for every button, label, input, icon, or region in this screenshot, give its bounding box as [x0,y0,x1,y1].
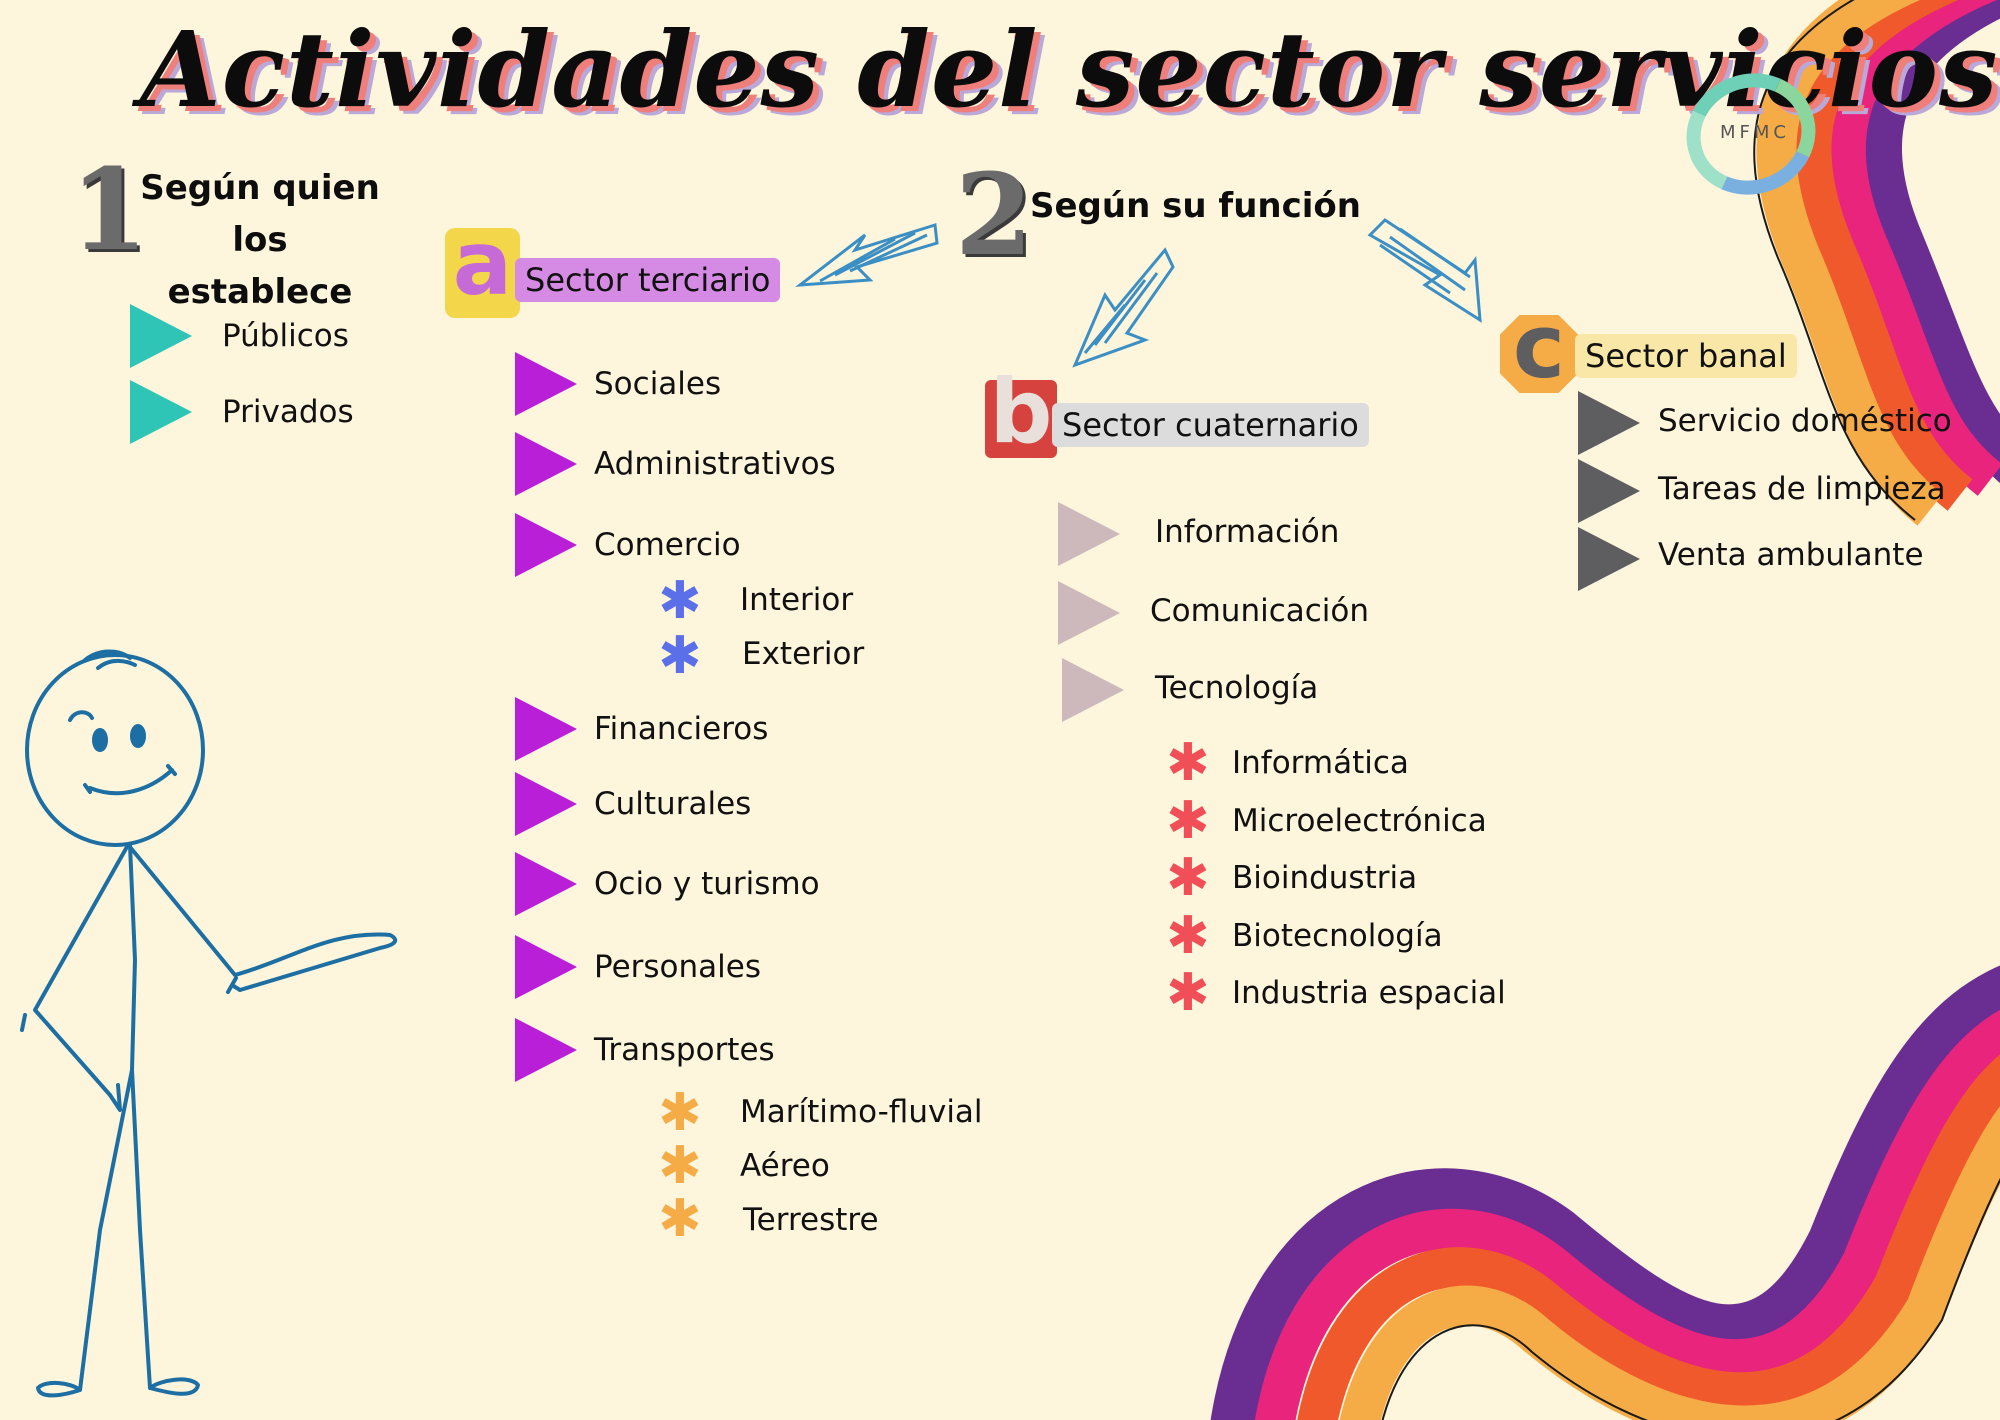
sub-item-bioindustria: Bioindustria [1232,860,1418,896]
triangle-bullet-icon [130,304,192,368]
sub-item-maritimo: Marítimo-fluvial [740,1094,983,1130]
sub-item-biotecnologia: Biotecnología [1232,918,1443,954]
sub-item-industria-espacial: Industria espacial [1232,975,1506,1011]
section-2-heading: Según su función [1030,186,1361,226]
triangle-bullet-icon [515,513,577,577]
section-1-heading-line2: los establece [167,220,353,312]
sector-c-letter: c [1512,295,1566,398]
triangle-bullet-icon [1578,459,1640,523]
triangle-bullet-icon [1062,658,1124,722]
triangle-bullet-icon [515,852,577,916]
arrow-icon [1072,247,1175,368]
sector-a-letter: a [452,212,513,315]
logo-text: MFMC [1720,122,1790,143]
sector-a-badge: a [445,220,520,318]
triangle-bullet-icon [515,935,577,999]
section-1-number: 1 [70,145,148,276]
asterisk-icon: ✱ [658,1189,702,1249]
page-title: Actividades del sector servicios [140,8,1999,131]
logo: MFMC [1669,55,1833,213]
asterisk-icon: ✱ [658,571,702,631]
asterisk-icon: ✱ [658,626,702,686]
sector-b-label: Sector cuaternario [1052,403,1369,447]
triangle-bullet-icon [1578,527,1640,591]
triangle-bullet-icon [515,1018,577,1082]
list-item-tecnologia: Tecnología [1155,670,1319,706]
sub-item-informatica: Informática [1232,745,1409,781]
section-1-heading: Según quien los establece [140,162,380,318]
sector-c-badge: c [1500,315,1578,393]
arrow-icon [1367,218,1482,323]
triangle-bullet-icon [1578,391,1640,455]
list-item-personales: Personales [594,949,762,985]
list-item-tareas-limpieza: Tareas de limpieza [1658,471,1946,507]
arrow-icon [795,223,939,287]
list-item-comunicacion: Comunicación [1150,593,1370,629]
asterisk-icon: ✱ [1166,791,1210,851]
triangle-bullet-icon [515,432,577,496]
sector-a-label: Sector terciario [515,258,781,302]
triangle-bullet-icon [515,772,577,836]
triangle-bullet-icon [130,380,192,444]
sub-item-interior: Interior [740,582,854,618]
stick-figure-icon [20,649,398,1398]
sub-item-exterior: Exterior [742,636,865,672]
list-item-venta-ambulante: Venta ambulante [1658,537,1924,573]
sub-item-aereo: Aéreo [740,1148,830,1184]
asterisk-icon: ✱ [1166,906,1210,966]
list-item-publicos: Públicos [222,318,349,354]
section-2-number: 2 [955,150,1033,281]
asterisk-icon: ✱ [658,1136,702,1196]
triangle-bullet-icon [515,697,577,761]
asterisk-icon: ✱ [1166,963,1210,1023]
list-item-transportes: Transportes [594,1032,775,1068]
sector-b-letter: b [989,360,1053,463]
sector-c-label: Sector banal [1575,334,1797,378]
section-1-heading-line1: Según quien [140,168,380,208]
sector-b-badge: b [985,368,1057,458]
list-item-financieros: Financieros [594,711,769,747]
list-item-culturales: Culturales [594,786,752,822]
triangle-bullet-icon [1058,581,1120,645]
list-item-ocio-y-turismo: Ocio y turismo [594,866,820,902]
asterisk-icon: ✱ [658,1083,702,1143]
list-item-servicio-domestico: Servicio doméstico [1658,403,1952,439]
list-item-informacion: Información [1155,514,1340,550]
list-item-comercio: Comercio [594,527,741,563]
sub-item-microelectronica: Microelectrónica [1232,803,1487,839]
list-item-administrativos: Administrativos [594,446,836,482]
list-item-privados: Privados [222,394,354,430]
triangle-bullet-icon [515,352,577,416]
sub-item-terrestre: Terrestre [743,1202,879,1238]
asterisk-icon: ✱ [1166,848,1210,908]
list-item-sociales: Sociales [594,366,722,402]
triangle-bullet-icon [1058,502,1120,566]
asterisk-icon: ✱ [1166,733,1210,793]
